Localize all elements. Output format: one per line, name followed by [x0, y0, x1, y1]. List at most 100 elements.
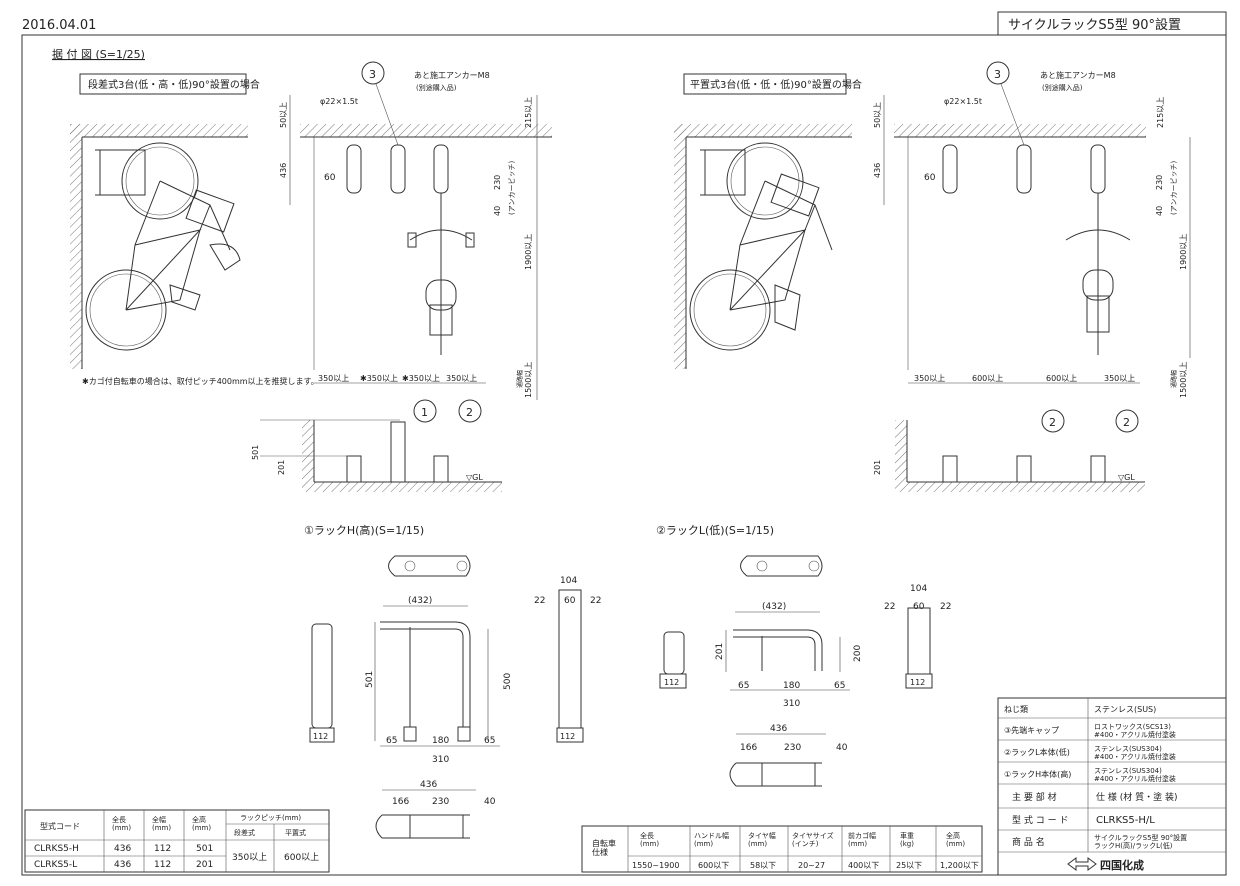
- wall-hatch: [70, 124, 82, 369]
- bike-val: 1550~1900: [632, 861, 679, 870]
- bike-col: タイヤサイズ(インチ): [792, 831, 834, 848]
- bike-val: 1,200以下: [940, 861, 979, 870]
- bike-col: ハンドル幅(mm): [694, 831, 729, 848]
- dim-1900: 1900以上: [524, 234, 533, 270]
- part-name: 主 要 部 材: [1012, 791, 1057, 803]
- install-right: 平置式3台(低・低・低)90°設置の場合 50以上 436: [674, 61, 1191, 492]
- dim-1900: 1900以上: [1179, 234, 1188, 270]
- anchor-text: あと施工アンカーM8: [1040, 70, 1116, 80]
- pitch-1: 350以上: [318, 374, 349, 383]
- bicycle-side-view: [689, 142, 833, 351]
- callout-2-num: 2: [1123, 416, 1130, 429]
- anchor-pitch: (アンカーピッチ): [508, 161, 516, 215]
- dim-436: 436: [420, 780, 437, 790]
- col-pitch: ラックピッチ(mm): [240, 814, 301, 822]
- elev-201: 201: [873, 460, 882, 475]
- gl-marker: ▽GL: [1118, 473, 1135, 482]
- dim-65: 65: [738, 681, 749, 691]
- rack-l-elev: [433, 455, 449, 483]
- dim-310: 310: [432, 755, 449, 765]
- dim-166: 166: [740, 743, 757, 753]
- step-pitch: 350以上: [232, 852, 267, 863]
- dim-501: 501: [365, 671, 375, 688]
- dim-1500: 1500以上: [524, 362, 533, 398]
- part-name: 商 品 名: [1012, 836, 1045, 848]
- bike-val: 25以下: [896, 861, 922, 870]
- part-spec: ステンレス(SUS): [1094, 705, 1156, 714]
- bike-col: 前カゴ幅(mm): [848, 831, 876, 848]
- date-text: 2016.04.01: [22, 18, 96, 33]
- aisle-note: 通路幅: [1170, 370, 1178, 388]
- part-spec: ステンレス(SUS304)#400・アクリル焼付塗装: [1094, 767, 1176, 783]
- callout-2: [458, 399, 482, 423]
- rack-h-elev: [390, 421, 406, 483]
- rack-elev: [346, 144, 362, 194]
- dim-22: 22: [534, 596, 545, 606]
- callout-3-num: 3: [994, 68, 1001, 81]
- title-box: [997, 11, 1227, 36]
- pitch-1: 350以上: [914, 374, 945, 383]
- dim-1500: 1500以上: [1179, 362, 1188, 398]
- dim-436: 436: [279, 163, 288, 178]
- dim-436: 436: [873, 163, 882, 178]
- dim-432: (432): [408, 596, 432, 606]
- row-width: 112: [154, 844, 171, 854]
- dim-60: 60: [324, 173, 336, 183]
- bike-col: 車重(kg): [900, 831, 914, 848]
- bike-val: 400以下: [848, 861, 879, 870]
- dim-65: 65: [386, 736, 397, 746]
- install-right-label: 平置式3台(低・低・低)90°設置の場合: [690, 78, 862, 91]
- dim-65: 65: [484, 736, 495, 746]
- callout-2-num: 2: [1049, 416, 1056, 429]
- dim-432: (432): [762, 602, 786, 612]
- part-name: ねじ類: [1004, 704, 1028, 714]
- bicycle-side-view: [85, 142, 241, 351]
- dim-60: 60: [913, 602, 925, 612]
- pitch-3: ✱350以上: [402, 374, 440, 383]
- dim-50: 50以上: [279, 102, 288, 128]
- dim-166: 166: [392, 797, 409, 807]
- col-height: 全高(mm): [192, 815, 211, 832]
- dim-112: 112: [313, 732, 328, 741]
- dim-112: 112: [664, 678, 679, 687]
- dim-40: 40: [1155, 206, 1164, 216]
- callout-3-num: 3: [369, 68, 376, 81]
- maker-name: 四国化成: [1100, 858, 1144, 872]
- dim-40: 40: [484, 797, 496, 807]
- dim-60: 60: [564, 596, 576, 606]
- dim-310: 310: [783, 699, 800, 709]
- pitch-2: 600以上: [972, 374, 1003, 383]
- part-name: ②ラックL本体(低): [1004, 747, 1070, 757]
- dim-60: 60: [924, 173, 936, 183]
- dim-22: 22: [940, 602, 951, 612]
- rack-elev: [390, 144, 406, 194]
- rack-h-title: ①ラックH(高)(S=1/15): [304, 523, 424, 537]
- wall-hatch: [70, 124, 248, 137]
- callout-1: [413, 399, 437, 423]
- dim-215: 215以上: [524, 97, 533, 128]
- dim-40: 40: [493, 206, 502, 216]
- aisle-note: 通路幅: [516, 370, 524, 388]
- callout-1-num: 1: [421, 406, 428, 419]
- part-spec: ロストワックス(SCS13)#400・アクリル焼付塗装: [1094, 723, 1176, 739]
- rack-elev: [433, 144, 449, 194]
- drawing-title: サイクルラックS5型 90°設置: [1008, 17, 1181, 33]
- dim-230: 230: [432, 797, 449, 807]
- install-left: 段差式3台(低・高・低)90°設置の場合 ✱カゴ付自転車の場合は、取付ピッチ40…: [70, 61, 552, 492]
- part-spec: サイクルラックS5型 90°設置ラックH(高)/ラックL(低): [1094, 833, 1187, 850]
- row-code: CLRKS5-L: [34, 860, 77, 870]
- sheet-border: [21, 34, 1227, 876]
- dim-65: 65: [834, 681, 845, 691]
- bike-col: 全高(mm): [946, 831, 965, 848]
- anchor-pitch: (アンカーピッチ): [1170, 161, 1178, 215]
- part-spec: 仕 様 (材 質・塗 装): [1096, 791, 1177, 803]
- rack-h-detail: ①ラックH(高)(S=1/15) (432) 501 500 65 180 65…: [304, 523, 601, 839]
- col-length: 全長(mm): [112, 815, 131, 832]
- col-flat: 平置式: [285, 828, 306, 837]
- part-name: ③先端キャップ: [1004, 725, 1059, 735]
- install-left-label: 段差式3台(低・高・低)90°設置の場合: [88, 78, 260, 91]
- install-heading: 据 付 図 (S=1/25): [52, 47, 145, 61]
- part-spec: CLRKS5-H/L: [1096, 815, 1155, 826]
- anchor-note: (別途購入品): [416, 83, 457, 92]
